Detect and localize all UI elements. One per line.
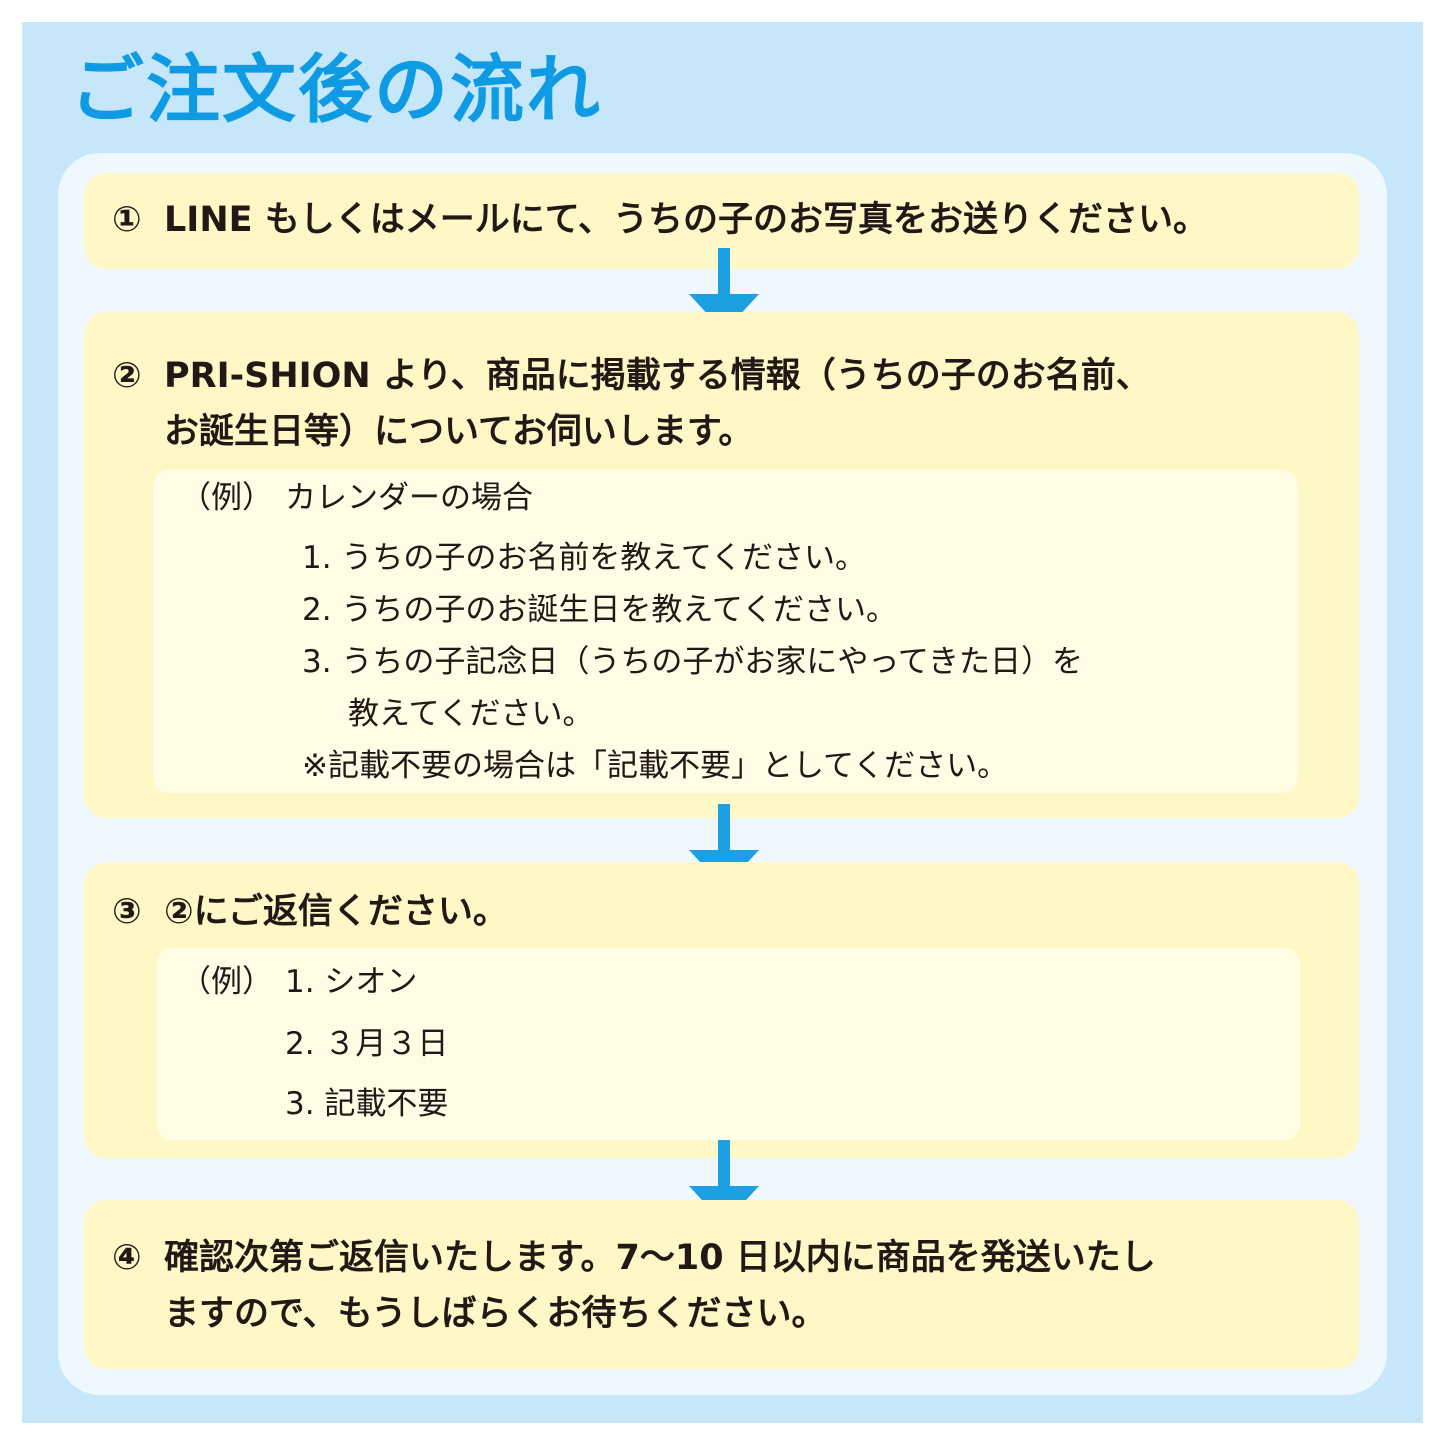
example-item-2: 2. ３月３日 [285, 1026, 449, 1062]
page-title: ご注文後の流れ [70, 47, 602, 133]
step-2-text: ② PRI-SHION より、商品に掲載する情報（うちの子のお名前、 お誕生日等）… [112, 348, 1151, 460]
step-2-example-box [153, 470, 1298, 793]
step-number: ② [112, 356, 142, 396]
example-heading: カレンダーの場合 [285, 480, 533, 516]
step-4-line-2: ますので、もうしばらくお待ちください。 [164, 1294, 827, 1334]
example-item-3: 3. 記載不要 [285, 1086, 449, 1122]
example-item-3-continued: 教えてください。 [348, 696, 594, 732]
example-item-3: 3. うちの子記念日（うちの子がお家にやってきた日）を [302, 644, 1083, 680]
example-item-2: 2. うちの子のお誕生日を教えてください。 [302, 592, 897, 628]
step-3-line-1: ②にご返信ください。 [164, 892, 508, 932]
step-4-text: ④ 確認次第ご返信いたします。7〜10 日以内に商品を発送いたし ますので、もうし… [112, 1230, 1156, 1342]
step-number: ④ [112, 1238, 142, 1278]
example-label: （例） [180, 480, 273, 516]
example-label: （例） [180, 964, 273, 1000]
step-3-text: ③ ②にご返信ください。 [112, 884, 508, 940]
example-item-1: 1. シオン [285, 964, 418, 1000]
step-1-text: ① LINE もしくはメールにて、うちの子のお写真をお送りください。 [112, 192, 1208, 248]
step-4-line-1: 確認次第ご返信いたします。7〜10 日以内に商品を発送いたし [164, 1238, 1156, 1278]
step-2-line-1: PRI-SHION より、商品に掲載する情報（うちの子のお名前、 [164, 356, 1151, 396]
step-number: ① [112, 200, 142, 240]
step-1-line-1: LINE もしくはメールにて、うちの子のお写真をお送りください。 [164, 200, 1208, 240]
step-3-example-box [157, 948, 1300, 1140]
example-item-1: 1. うちの子のお名前を教えてください。 [302, 540, 866, 576]
example-note: ※記載不要の場合は「記載不要」としてください。 [302, 748, 1009, 784]
step-4-box [84, 1200, 1359, 1369]
step-2-line-2: お誕生日等）についてお伺いします。 [164, 412, 754, 452]
step-number: ③ [112, 892, 142, 932]
